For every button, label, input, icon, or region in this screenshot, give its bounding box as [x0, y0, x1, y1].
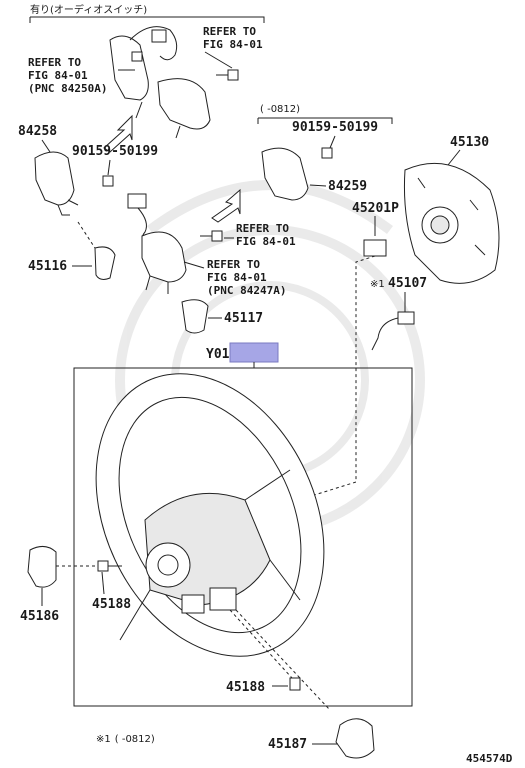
nut-45201p — [363, 239, 387, 257]
refer-callout-top-left: REFER TO FIG 84-01 (PNC 84250A) — [28, 56, 107, 95]
label-45187: 45187 — [268, 737, 307, 752]
diagram-id: 454574D — [466, 752, 513, 765]
option-bracket — [29, 16, 265, 23]
date-bracket — [257, 117, 393, 124]
refer-callout-mid-1: REFER TO FIG 84-01 — [236, 222, 296, 248]
refer-callout-mid-2: REFER TO FIG 84-01 (PNC 84247A) — [207, 258, 286, 297]
leader-refer-top-right — [204, 51, 233, 69]
cover-84259 — [261, 147, 309, 201]
part-45117 — [181, 299, 209, 334]
bolt-45188-bottom — [289, 677, 301, 691]
footnote: ※1( -0812) — [96, 734, 155, 745]
label-45201p: 45201P — [352, 201, 399, 216]
part-45186 — [27, 546, 57, 588]
bolt-90159-right — [321, 147, 333, 159]
option-label: 有り(オーディオスイッチ) — [30, 3, 147, 16]
cover-84258 — [34, 151, 75, 206]
direction-arrow-1 — [103, 114, 133, 153]
label-45188-left: 45188 — [92, 597, 131, 612]
label-y01: Y01 — [206, 347, 230, 362]
y01-highlight-box — [229, 342, 279, 363]
label-45107: 45107 — [388, 276, 427, 291]
part-45107 — [397, 311, 415, 325]
switch-assembly-middle — [127, 193, 187, 294]
label-90159-left: 90159-50199 — [72, 144, 158, 159]
steering-wheel-frame — [73, 367, 413, 707]
refer-callout-top-right: REFER TO FIG 84-01 — [203, 25, 263, 51]
steering-wheel — [95, 373, 325, 657]
label-90159-right: 90159-50199 — [292, 120, 378, 135]
label-45117: 45117 — [224, 311, 263, 326]
bolt-45188-left — [97, 560, 109, 572]
label-45116: 45116 — [28, 259, 67, 274]
marker-45107: ※1 — [370, 279, 385, 290]
part-45187 — [335, 718, 375, 759]
switch-assembly-top — [109, 26, 211, 139]
date-range: ( -0812) — [260, 104, 300, 115]
bolt-top — [216, 69, 239, 81]
label-45130: 45130 — [450, 135, 489, 150]
label-84259: 84259 — [328, 179, 367, 194]
label-84258: 84258 — [18, 124, 57, 139]
part-45116 — [94, 246, 116, 280]
bolt-middle — [211, 230, 223, 242]
label-45188-bottom: 45188 — [226, 680, 265, 695]
bolt-90159-left — [102, 175, 114, 187]
direction-arrow-2 — [211, 188, 241, 223]
label-45186: 45186 — [20, 609, 59, 624]
